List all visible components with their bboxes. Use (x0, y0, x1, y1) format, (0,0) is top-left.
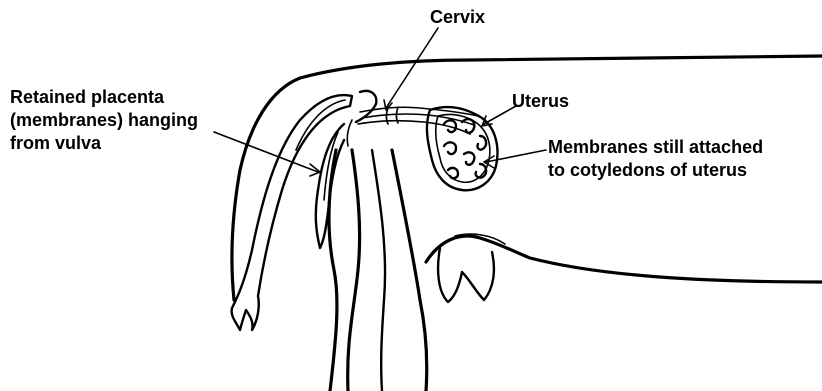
cervix-ring-2 (397, 107, 399, 123)
cow-tail (232, 95, 352, 330)
cotyledon-5 (464, 152, 474, 164)
label-membranes-line1: Membranes still attached (548, 136, 763, 159)
cotyledon-4 (444, 142, 456, 154)
label-retained-placenta: Retained placenta (membranes) hanging fr… (10, 86, 198, 155)
cow-belly-outline (426, 236, 822, 282)
label-retained-placenta-line2: (membranes) hanging (10, 109, 198, 132)
hind-leg-back (329, 150, 337, 391)
label-membranes-attached: Membranes still attached to cotyledons o… (548, 136, 763, 182)
leader-membranes (486, 150, 546, 162)
udder (438, 248, 494, 302)
cotyledon-3 (477, 136, 486, 150)
label-uterus: Uterus (512, 90, 569, 113)
cervix-ring-1 (387, 108, 389, 124)
label-retained-placenta-line3: from vulva (10, 132, 198, 155)
second-hind-leg (392, 150, 427, 391)
vulva-opening (347, 120, 352, 146)
label-membranes-line2: to cotyledons of uterus (548, 159, 763, 182)
cotyledon-7 (448, 168, 458, 178)
cow-back-outline (300, 56, 822, 78)
label-cervix: Cervix (430, 6, 485, 29)
hind-leg-inner (372, 150, 385, 391)
leader-cervix (386, 28, 438, 108)
label-retained-placenta-line1: Retained placenta (10, 86, 198, 109)
hind-leg-front (348, 150, 360, 391)
